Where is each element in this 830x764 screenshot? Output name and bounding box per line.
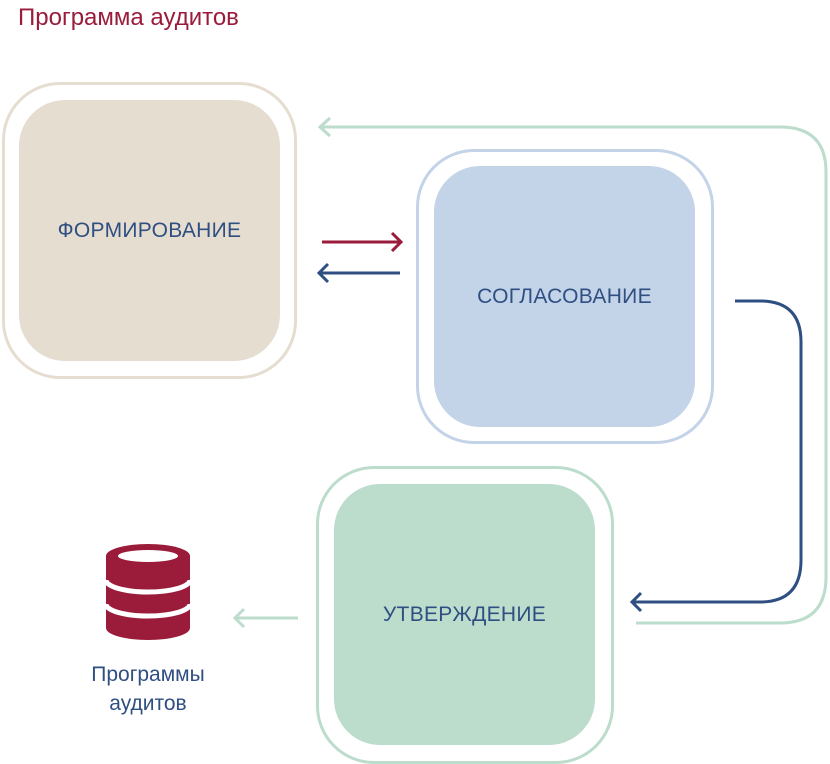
- return-loop-arrowhead: [317, 116, 332, 138]
- return-loop-arrow: [322, 125, 828, 625]
- formation-stage: ФОРМИРОВАНИЕ: [19, 100, 280, 361]
- approval-stage: УТВЕРЖДЕНИЕ: [334, 484, 595, 745]
- approval-to-storage-arrowhead: [232, 607, 246, 629]
- storage-label-line2: аудитов: [109, 692, 187, 715]
- back-arrowhead: [316, 262, 330, 284]
- agreement-to-approval-arrowhead: [629, 591, 643, 613]
- storage-label-line1: Программы: [91, 663, 205, 686]
- agreement-stage-label: СОГЛАСОВАНИЕ: [477, 284, 652, 308]
- forward-arrowhead: [390, 231, 404, 253]
- storage-label: Программы аудитов: [60, 660, 236, 718]
- approval-stage-label: УТВЕРЖДЕНИЕ: [382, 602, 547, 626]
- agreement-stage: СОГЛАСОВАНИЕ: [434, 166, 695, 427]
- database-icon: [103, 544, 193, 640]
- agreement-to-approval-arrow: [633, 299, 803, 604]
- formation-stage-label: ФОРМИРОВАНИЕ: [57, 218, 242, 242]
- page-title: Программа аудитов: [18, 4, 239, 31]
